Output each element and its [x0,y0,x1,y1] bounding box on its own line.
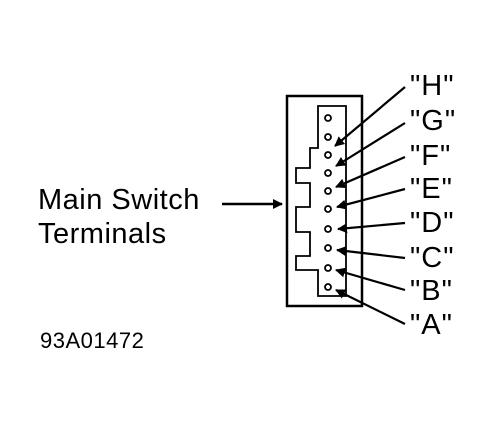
terminal-pin-c [324,244,332,252]
terminal-label-h: "H" [410,70,455,102]
terminal-pin-spare-2 [324,133,332,141]
terminal-pins [324,114,332,291]
terminal-pin-f [324,187,332,195]
terminal-pin-e [324,205,332,213]
leader-arrow-a [335,289,406,325]
terminal-label-a: "A" [410,309,453,341]
leader-arrow-h [334,86,406,147]
connector-cavity [295,105,347,297]
leader-arrow-d [337,221,406,234]
terminal-pin-spare-1 [324,114,332,122]
main-switch-label-line1: Main Switch [38,184,200,216]
main-switch-label-line2: Terminals [38,218,167,250]
terminal-pin-g [324,169,332,177]
terminal-label-d: "D" [410,207,455,239]
terminal-label-f: "F" [410,140,452,172]
leader-arrow-e [336,187,406,210]
terminal-label-c: "C" [410,242,455,274]
leader-arrow-g [335,122,406,167]
leader-arrow-c [336,246,406,260]
terminal-label-g: "G" [410,105,457,137]
leader-arrow-b [335,267,406,292]
terminal-pin-d [324,225,332,233]
terminal-pin-h [324,151,332,159]
terminal-label-b: "B" [410,275,453,307]
terminal-pin-a [324,283,332,291]
terminal-pin-b [324,264,332,272]
terminal-label-e: "E" [410,173,453,205]
leader-arrow-f [335,155,406,189]
figure-code: 93A01472 [40,328,145,353]
